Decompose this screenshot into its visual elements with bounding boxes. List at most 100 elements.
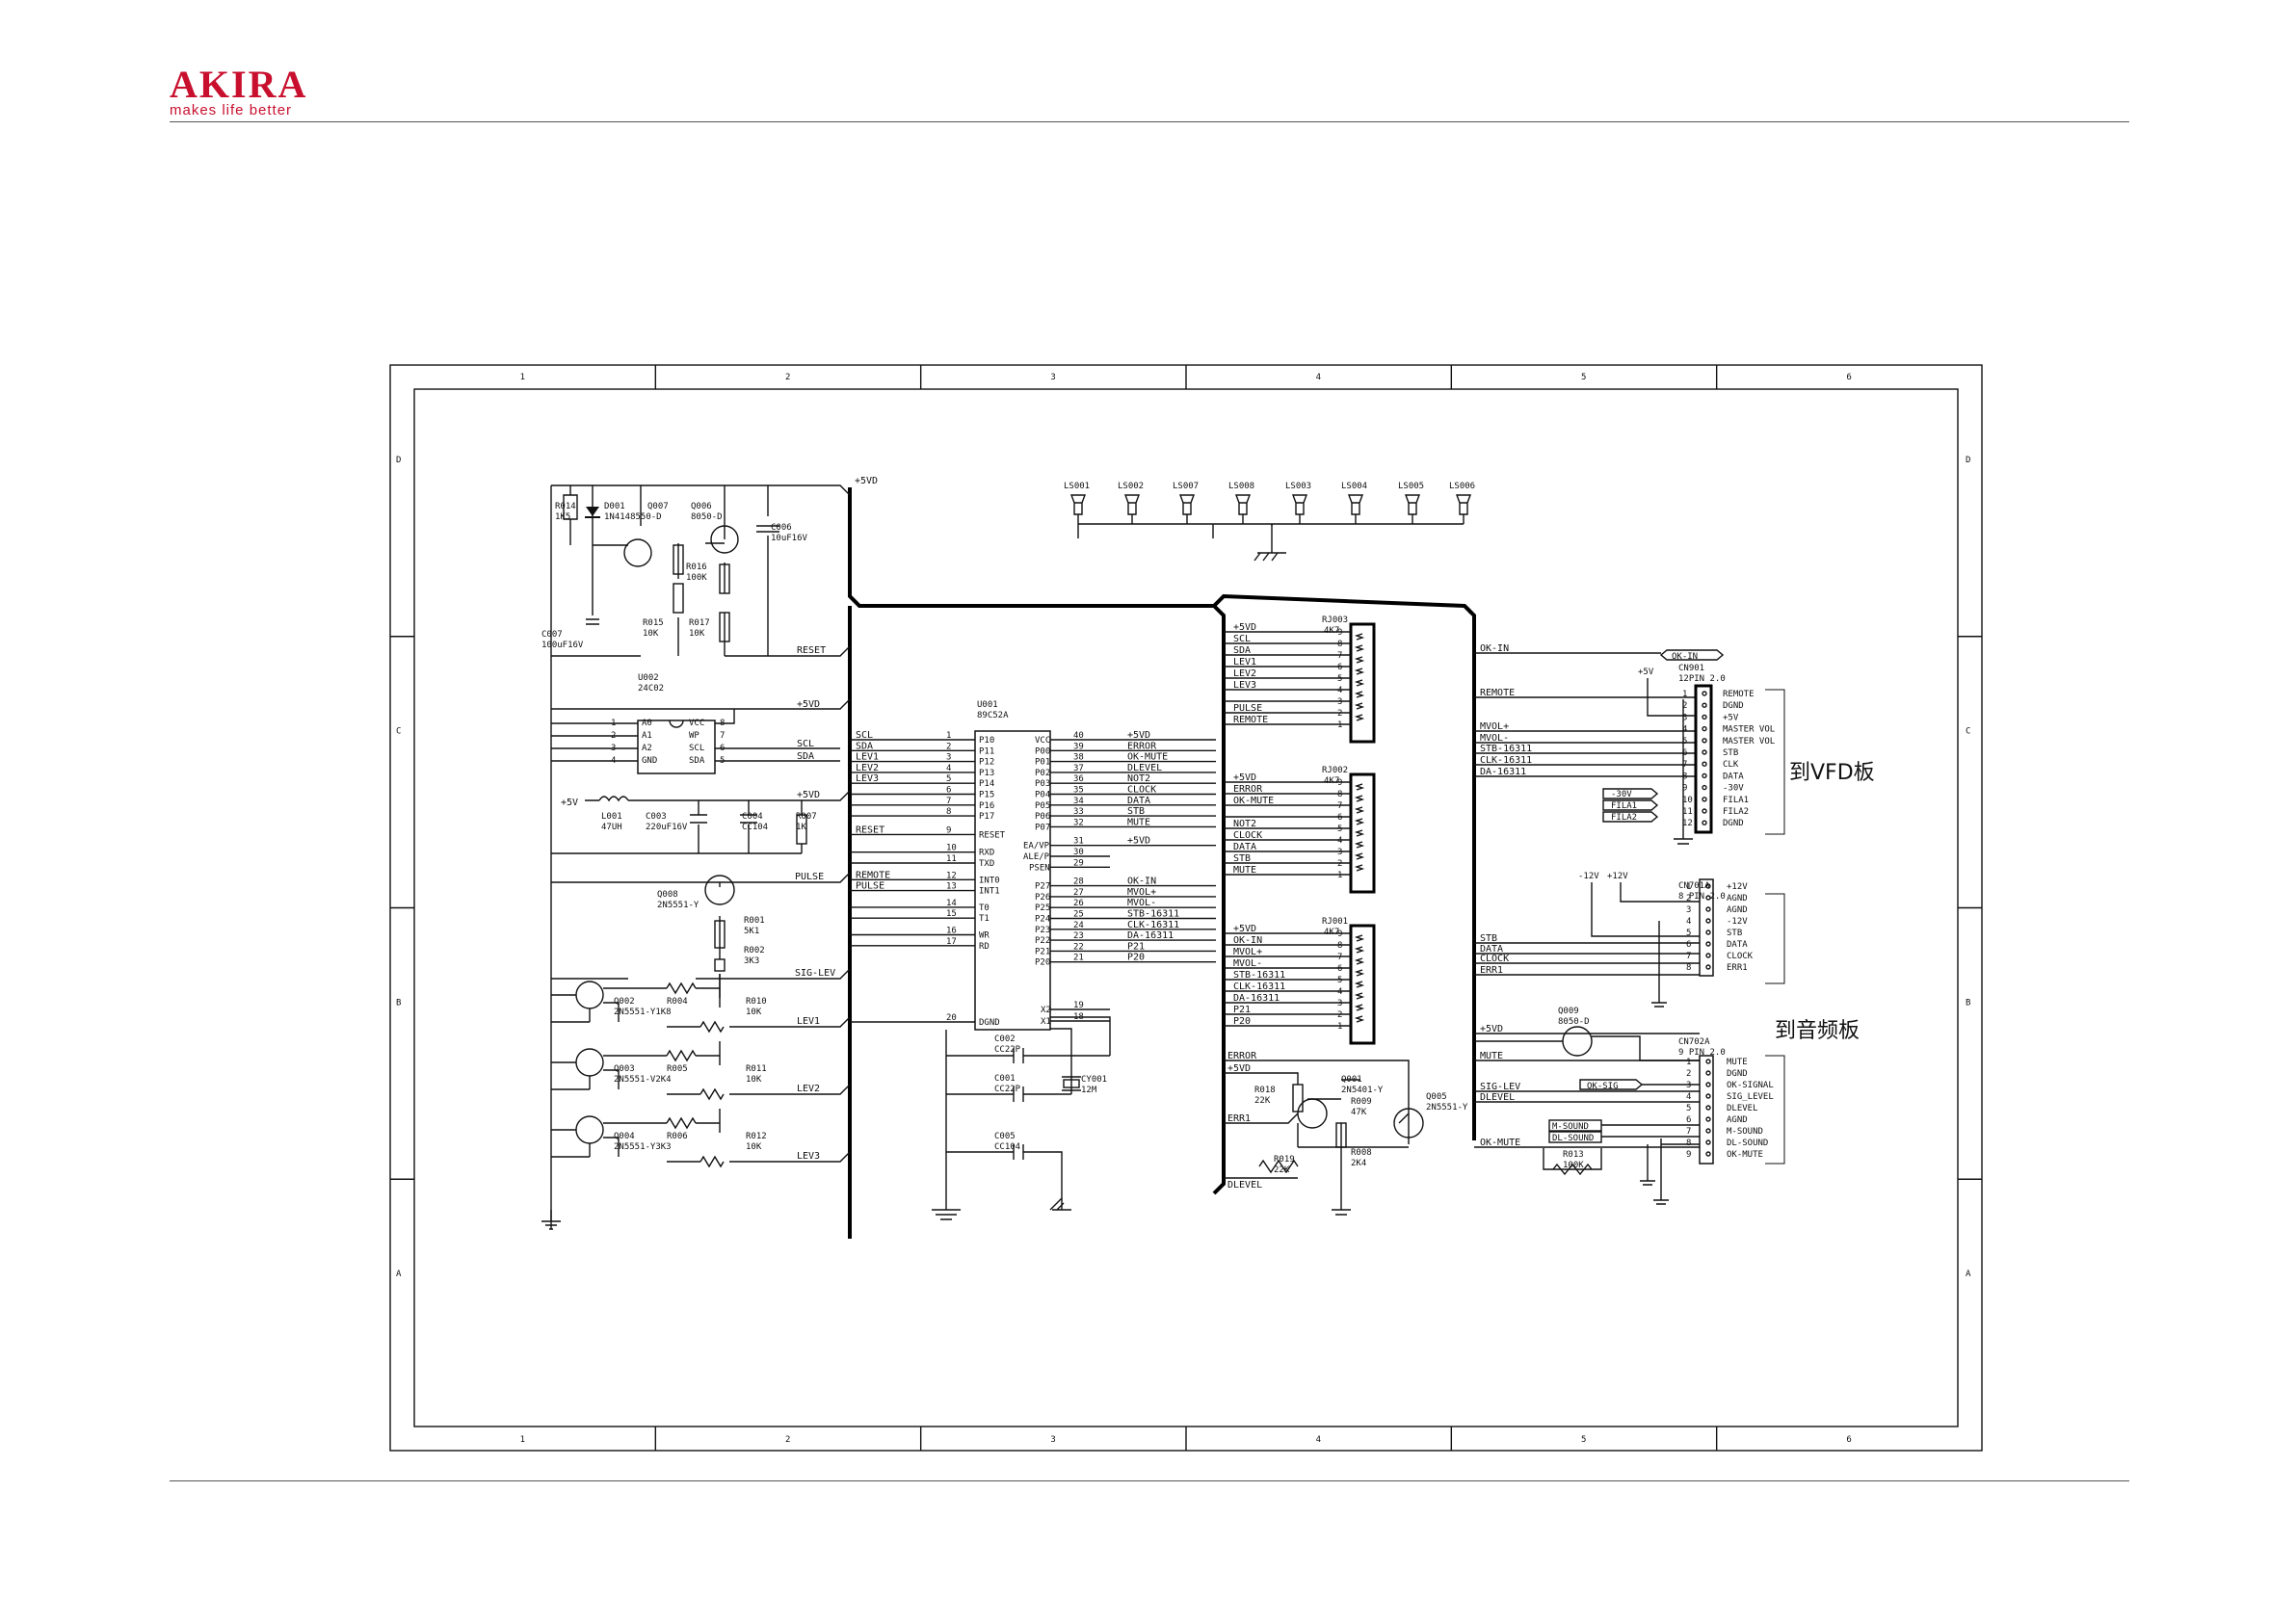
speaker-ls007-label: LS007 bbox=[1173, 482, 1199, 491]
mcu-pin-30: 30 bbox=[1073, 848, 1084, 857]
to-vfd-board-label: 到VFD板 bbox=[1789, 761, 1875, 785]
level-r-ref-1: R004 bbox=[667, 997, 688, 1007]
cn702-pins-label-2: DGND bbox=[1727, 1069, 1748, 1079]
speaker-ls006-label: LS006 bbox=[1449, 482, 1475, 491]
resnet-pin: 9 bbox=[1337, 778, 1342, 788]
l001-ref: L001 bbox=[601, 812, 622, 822]
r001-value: 5K1 bbox=[744, 927, 759, 936]
mcu-right-net-clk16311: CLK-16311 bbox=[1127, 920, 1179, 930]
resistor-network-rj003: RJ0034K79+5VD8SCL7SDA6LEV15LEV24LEV332PU… bbox=[1224, 615, 1376, 744]
connector-pin-icon bbox=[1705, 883, 1711, 889]
err1-net-label: ERR1 bbox=[1227, 1113, 1251, 1124]
resnet-pin: 4 bbox=[1337, 836, 1342, 846]
cn702-pins-label-8: DL-SOUND bbox=[1727, 1139, 1768, 1148]
mcu-pin-14: 14 bbox=[946, 899, 957, 908]
mcu-pin-name-p14: P14 bbox=[979, 779, 994, 789]
mcu-pin-15: 15 bbox=[946, 909, 957, 919]
resnet-pin: 7 bbox=[1337, 651, 1342, 661]
speaker-ls001-label: LS001 bbox=[1064, 482, 1090, 491]
eeprom-pin-name-a0: A0 bbox=[642, 719, 652, 728]
resnet-pin: 5 bbox=[1337, 674, 1342, 684]
right-net-mvol: MVOL+ bbox=[1480, 721, 1509, 732]
eeprom-pin-name-gnd: GND bbox=[642, 756, 657, 766]
resnet-net-mute: MUTE bbox=[1233, 865, 1256, 876]
level-q-ref-3: Q004 bbox=[614, 1132, 635, 1141]
cn901-pins-pin-1: 1 bbox=[1682, 690, 1687, 699]
cn901-pins-label-3: +5V bbox=[1723, 713, 1739, 722]
level-r2-ref-3: R012 bbox=[746, 1132, 767, 1141]
right-net-da16311: DA-16311 bbox=[1480, 767, 1526, 777]
mcu-pin-name-p16: P16 bbox=[979, 801, 994, 811]
mcu-pin-40: 40 bbox=[1073, 731, 1084, 741]
resnet-net-lev1: LEV1 bbox=[1233, 657, 1256, 668]
brand-name: AKIRA bbox=[170, 63, 308, 106]
mcu-right-net-dlevel: DLEVEL bbox=[1127, 763, 1162, 773]
cn701-pins-label-3: AGND bbox=[1727, 905, 1748, 915]
to-audio-board-label: 到音频板 bbox=[1775, 1019, 1860, 1043]
mcu-pin-name-p06: P06 bbox=[1035, 812, 1050, 822]
cn901-pins-label-9: -30V bbox=[1723, 784, 1744, 794]
resnet-pin: 9 bbox=[1337, 929, 1342, 939]
mcu-pin-36: 36 bbox=[1073, 774, 1084, 784]
cn901-fila2-tag: FILA2 bbox=[1611, 813, 1637, 823]
frame-col-top-2: 2 bbox=[785, 373, 790, 382]
connector-pin-icon bbox=[1702, 797, 1707, 802]
level-r-ref-2: R005 bbox=[667, 1064, 688, 1074]
footer-rule bbox=[170, 1480, 2129, 1481]
resistor-networks: RJ0034K79+5VD8SCL7SDA6LEV15LEV24LEV332PU… bbox=[1224, 615, 1376, 1045]
mcu-left-net-lev1: LEV1 bbox=[856, 752, 879, 763]
cn702-pins-label-6: AGND bbox=[1727, 1115, 1748, 1125]
mcu-pin-name-rd: RD bbox=[979, 942, 990, 952]
mcu-pin-12: 12 bbox=[946, 871, 957, 880]
eeprom-pin-name-vcc: VCC bbox=[689, 719, 704, 728]
frame-col-top-3: 3 bbox=[1050, 373, 1055, 382]
r018-value: 22K bbox=[1254, 1096, 1271, 1106]
cn701-pins-label-5: STB bbox=[1727, 929, 1742, 938]
mcu-left-net-lev3: LEV3 bbox=[856, 773, 879, 784]
mcu-pin-name-p02: P02 bbox=[1035, 769, 1050, 778]
mcu-pin-5: 5 bbox=[946, 774, 951, 784]
resnet-net-lev3: LEV3 bbox=[1233, 680, 1256, 691]
level-r2-value-2: 10K bbox=[746, 1075, 762, 1085]
resnet-net-mvol: MVOL- bbox=[1233, 958, 1262, 969]
mcu-pin-name-eavp: EA/VP bbox=[1023, 842, 1050, 851]
cn901-m30v-tag: -30V bbox=[1611, 790, 1632, 799]
resnet-net-error: ERROR bbox=[1233, 784, 1263, 795]
cn701-pins-pin-6: 6 bbox=[1686, 940, 1691, 950]
r014-ref: R014 bbox=[555, 502, 576, 511]
r017-ref: R017 bbox=[689, 618, 710, 628]
frame-row-left-A: A bbox=[396, 1270, 402, 1279]
mcu-pin-2: 2 bbox=[946, 742, 951, 751]
q009-part: 8050-D bbox=[1558, 1017, 1590, 1027]
cn701-pins-pin-4: 4 bbox=[1686, 917, 1691, 927]
connector-pin-icon bbox=[1705, 1093, 1711, 1099]
resnet-pin: 2 bbox=[1337, 1010, 1342, 1020]
speaker-icon bbox=[1234, 494, 1252, 524]
r002-ref: R002 bbox=[744, 946, 765, 955]
level-net-lev3: LEV3 bbox=[797, 1151, 820, 1162]
cn901-pins-label-4: MASTER VOL bbox=[1723, 725, 1775, 735]
frame-row-right-C: C bbox=[1966, 727, 1970, 737]
r009-ref: R009 bbox=[1351, 1097, 1372, 1107]
resnet-net-p21: P21 bbox=[1233, 1005, 1251, 1015]
connector-pin-icon bbox=[1702, 702, 1707, 708]
resnet-pin: 6 bbox=[1337, 813, 1342, 823]
u002-part: 24C02 bbox=[638, 684, 664, 694]
resnet-net-stb16311: STB-16311 bbox=[1233, 970, 1285, 981]
connector-pin-icon bbox=[1702, 761, 1707, 767]
mcu-pin-name-alep: ALE/P bbox=[1023, 852, 1050, 862]
q009-ref: Q009 bbox=[1558, 1007, 1579, 1016]
frame-col-bottom-5: 5 bbox=[1581, 1435, 1586, 1445]
mcu-pin-name-p03: P03 bbox=[1035, 779, 1050, 789]
eeprom-sda-net: SDA bbox=[797, 751, 814, 762]
mcu-pin-1: 1 bbox=[946, 731, 951, 741]
mcu-pin-8: 8 bbox=[946, 807, 951, 817]
mcu-pin-name-int0: INT0 bbox=[979, 876, 1000, 885]
mcu-right-net-stb: STB bbox=[1127, 806, 1145, 817]
q005-ref: Q005 bbox=[1426, 1092, 1447, 1102]
mcu-pin-name-vcc: VCC bbox=[1035, 736, 1050, 746]
mcu-pin-name-p21: P21 bbox=[1035, 947, 1050, 956]
